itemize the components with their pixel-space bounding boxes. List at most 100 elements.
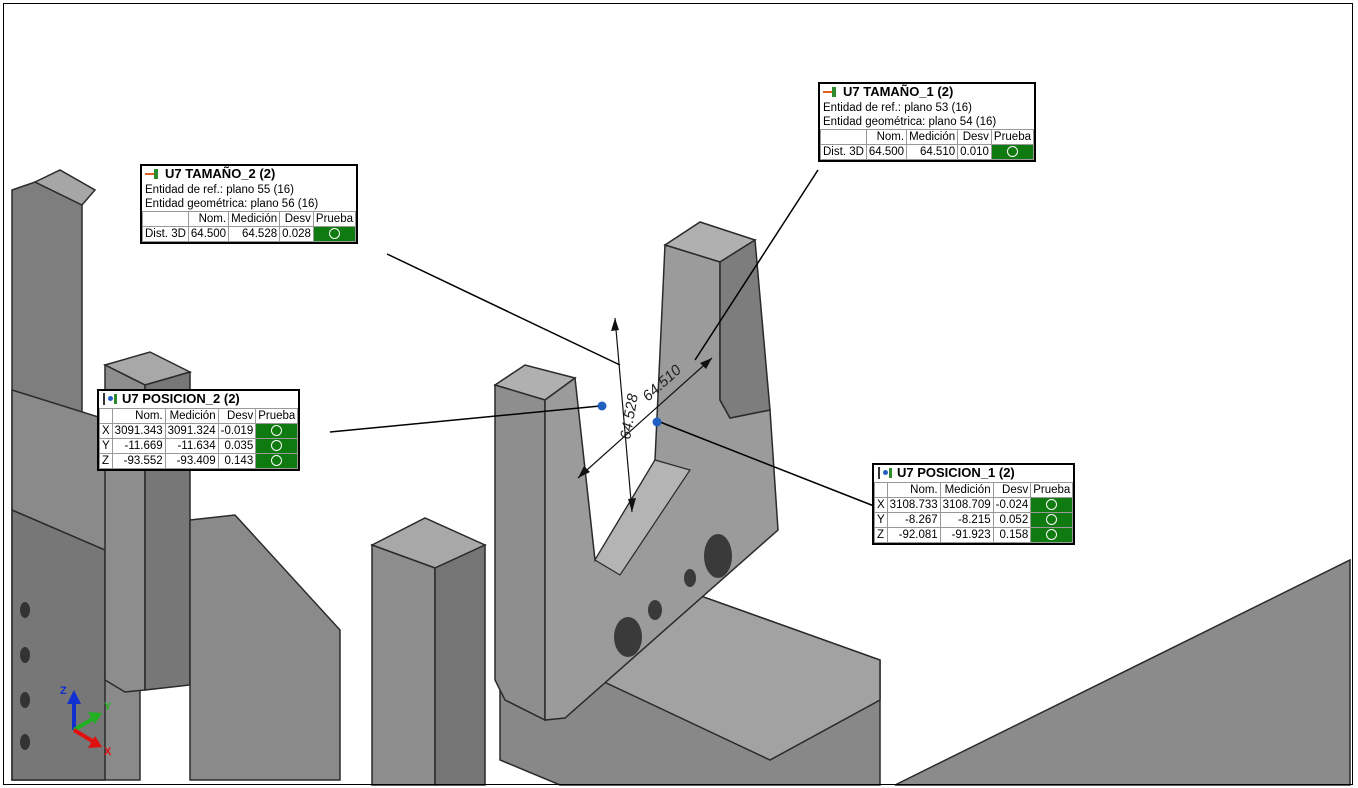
pass-status xyxy=(1030,512,1074,528)
cell-desv: 0.052 xyxy=(992,512,1032,528)
pass-circle-icon xyxy=(271,425,283,437)
cell-nom: 64.500 xyxy=(865,144,908,160)
label-tamano-1[interactable]: U7 TAMAÑO_1 (2) Entidad de ref.: plano 5… xyxy=(818,82,1036,162)
position-point-icon xyxy=(877,466,893,480)
header-prueba: Prueba xyxy=(1030,482,1074,498)
cell-medicion: -91.923 xyxy=(939,527,994,543)
part-u-bracket[interactable] xyxy=(493,221,779,722)
pass-circle-icon xyxy=(271,440,283,452)
cell-desv: 0.143 xyxy=(217,453,257,469)
leader-lines xyxy=(329,169,875,507)
cell-nom: -8.267 xyxy=(886,512,941,528)
label-posicion-2[interactable]: U7 POSICION_2 (2) Nom. Medición Desv Pru… xyxy=(97,389,301,471)
pass-circle-icon xyxy=(1046,499,1058,511)
header-nom: Nom. xyxy=(111,408,166,424)
table-row: Dist. 3D 64.500 64.510 0.010 xyxy=(820,144,1035,160)
reference-entity: Entidad de ref.: plano 53 (16) xyxy=(823,102,972,114)
cell-medicion: 64.510 xyxy=(906,144,959,160)
size-dimension-icon xyxy=(145,167,161,181)
header-nom: Nom. xyxy=(886,482,941,498)
axis-triad: Z Y X xyxy=(60,685,112,758)
table-row: Z -92.081 -91.923 0.158 xyxy=(874,527,1074,543)
table-row: Y -11.669 -11.634 0.035 xyxy=(99,438,299,454)
header-desv: Desv xyxy=(957,129,992,145)
size-dimension-icon xyxy=(823,85,839,99)
label-tamano-2[interactable]: U7 TAMAÑO_2 (2) Entidad de ref.: plano 5… xyxy=(140,164,358,244)
measurement-table: Nom. Medición Desv Prueba X 3091.343 309… xyxy=(99,408,299,469)
table-row: Z -93.552 -93.409 0.143 xyxy=(99,453,299,469)
cell-nom: -92.081 xyxy=(886,527,941,543)
axis-x-label: X xyxy=(104,746,112,758)
pass-circle-icon xyxy=(1046,514,1058,526)
axis-z-label: Z xyxy=(60,685,67,697)
cell-desv: 0.010 xyxy=(957,144,992,160)
cell-medicion: -93.409 xyxy=(164,453,219,469)
cell-medicion: 3091.324 xyxy=(164,423,219,439)
cell-medicion: 3108.709 xyxy=(939,497,994,513)
header-empty xyxy=(874,482,888,498)
cell-desv: 0.028 xyxy=(279,226,314,242)
header-medicion: Medición xyxy=(164,408,219,424)
header-desv: Desv xyxy=(279,211,314,227)
header-empty xyxy=(142,211,189,227)
geometric-entity: Entidad geométrica: plano 56 (16) xyxy=(145,198,319,210)
axis-label: Y xyxy=(99,438,113,454)
cell-desv: 0.035 xyxy=(217,438,257,454)
pass-status xyxy=(312,226,357,242)
pass-status xyxy=(1030,497,1074,513)
header-empty xyxy=(820,129,867,145)
pass-status xyxy=(255,453,299,469)
label-title: U7 POSICION_2 (2) xyxy=(122,391,240,406)
table-row: X 3091.343 3091.324 -0.019 xyxy=(99,423,299,439)
header-medicion: Medición xyxy=(939,482,994,498)
table-row: Dist. 3D 64.500 64.528 0.028 xyxy=(142,226,357,242)
label-title-row: U7 TAMAÑO_2 (2) xyxy=(142,166,356,183)
cell-nom: 3091.343 xyxy=(111,423,166,439)
axis-label: Y xyxy=(874,512,888,528)
label-posicion-1[interactable]: U7 POSICION_1 (2) Nom. Medición Desv Pru… xyxy=(872,463,1076,545)
measurement-table: Nom. Medición Desv Prueba Dist. 3D 64.50… xyxy=(820,129,1035,160)
table-row: Y -8.267 -8.215 0.052 xyxy=(874,512,1074,528)
pass-circle-icon xyxy=(1006,146,1018,158)
part-right-ramp[interactable] xyxy=(894,558,1351,786)
reference-entity: Entidad de ref.: plano 55 (16) xyxy=(145,184,294,196)
row-label: Dist. 3D xyxy=(142,226,189,242)
header-empty xyxy=(99,408,113,424)
cell-desv: -0.019 xyxy=(217,423,257,439)
cell-medicion: -8.215 xyxy=(939,512,994,528)
axis-label: X xyxy=(99,423,113,439)
pass-status xyxy=(1030,527,1074,543)
cell-nom: 64.500 xyxy=(187,226,230,242)
pass-status xyxy=(255,438,299,454)
axis-label: Z xyxy=(99,453,113,469)
cell-medicion: -11.634 xyxy=(164,438,219,454)
axis-y-label: Y xyxy=(104,701,112,713)
label-title: U7 TAMAÑO_2 (2) xyxy=(165,166,276,181)
label-title: U7 TAMAÑO_1 (2) xyxy=(843,84,954,99)
position-point-icon xyxy=(102,392,118,406)
point-marker-pos1 xyxy=(652,417,662,427)
point-marker-pos2 xyxy=(597,401,607,411)
header-prueba: Prueba xyxy=(312,211,357,227)
label-title-row: U7 POSICION_2 (2) xyxy=(99,391,298,408)
header-medicion: Medición xyxy=(906,129,959,145)
row-label: Dist. 3D xyxy=(820,144,867,160)
header-desv: Desv xyxy=(992,482,1032,498)
cell-desv: -0.024 xyxy=(992,497,1032,513)
part-pillar-center[interactable] xyxy=(370,517,487,786)
pass-status xyxy=(255,423,299,439)
label-title: U7 POSICION_1 (2) xyxy=(897,465,1015,480)
header-prueba: Prueba xyxy=(990,129,1035,145)
dimension-text-1: 64.528 xyxy=(617,392,642,441)
pass-circle-icon xyxy=(1046,529,1058,541)
cell-desv: 0.158 xyxy=(992,527,1032,543)
cell-nom: 3108.733 xyxy=(886,497,941,513)
axis-label: Z xyxy=(874,527,888,543)
pass-circle-icon xyxy=(271,455,283,467)
label-title-row: U7 TAMAÑO_1 (2) xyxy=(820,84,1034,101)
cell-nom: -93.552 xyxy=(111,453,166,469)
label-title-row: U7 POSICION_1 (2) xyxy=(874,465,1073,482)
cell-nom: -11.669 xyxy=(111,438,166,454)
